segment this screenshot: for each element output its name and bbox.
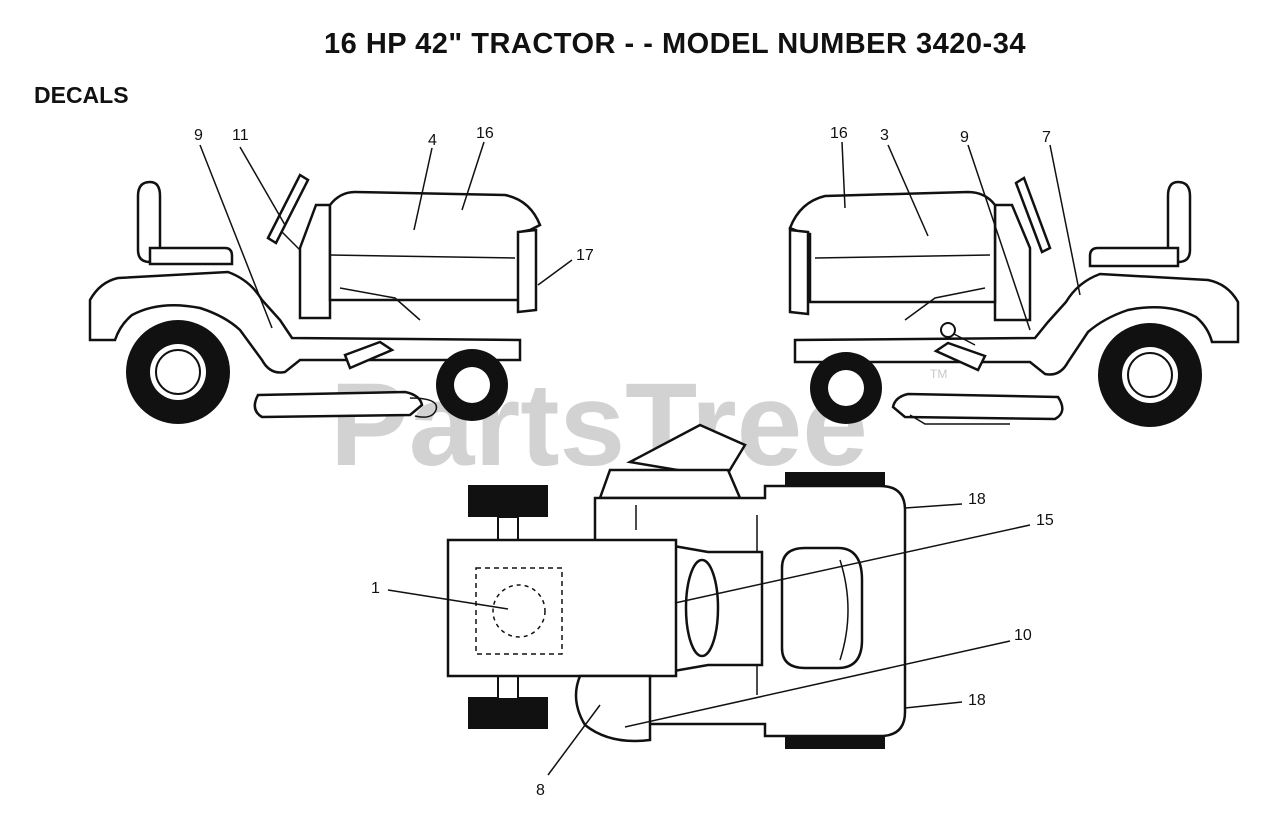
callout-17: 17 bbox=[576, 247, 594, 264]
callout-7: 7 bbox=[1042, 129, 1051, 146]
callout-18-bottom: 18 bbox=[968, 692, 986, 709]
callout-11: 11 bbox=[232, 127, 249, 144]
callout-9-left: 9 bbox=[194, 127, 203, 144]
callout-10: 10 bbox=[1014, 627, 1032, 644]
callout-1: 1 bbox=[371, 580, 380, 597]
right-view-callouts: 16 3 9 7 bbox=[830, 125, 1051, 146]
watermark: PartsTree bbox=[330, 359, 868, 491]
left-view-leaders bbox=[199, 141, 573, 329]
section-label: DECALS bbox=[34, 82, 129, 108]
top-view-callouts: 18 15 1 10 18 8 bbox=[371, 491, 1054, 799]
right-view-leaders bbox=[841, 141, 1081, 331]
callout-9-right: 9 bbox=[960, 129, 969, 146]
left-view-callouts: 9 11 4 16 17 bbox=[194, 125, 594, 264]
callout-4: 4 bbox=[428, 132, 437, 149]
tractor-left-side-view bbox=[88, 173, 542, 424]
watermark-trademark: TM bbox=[930, 367, 947, 381]
callout-18-top: 18 bbox=[968, 491, 986, 508]
tractor-right-side-view bbox=[788, 176, 1240, 427]
callout-16-left: 16 bbox=[476, 125, 494, 142]
callout-16-right: 16 bbox=[830, 125, 848, 142]
callout-15: 15 bbox=[1036, 512, 1054, 529]
diagram-title: 16 HP 42" TRACTOR - - MODEL NUMBER 3420-… bbox=[324, 28, 1026, 60]
callout-8: 8 bbox=[536, 782, 545, 799]
tractor-top-view bbox=[446, 423, 907, 749]
callout-3: 3 bbox=[880, 127, 889, 144]
top-view-leaders bbox=[387, 503, 1031, 776]
